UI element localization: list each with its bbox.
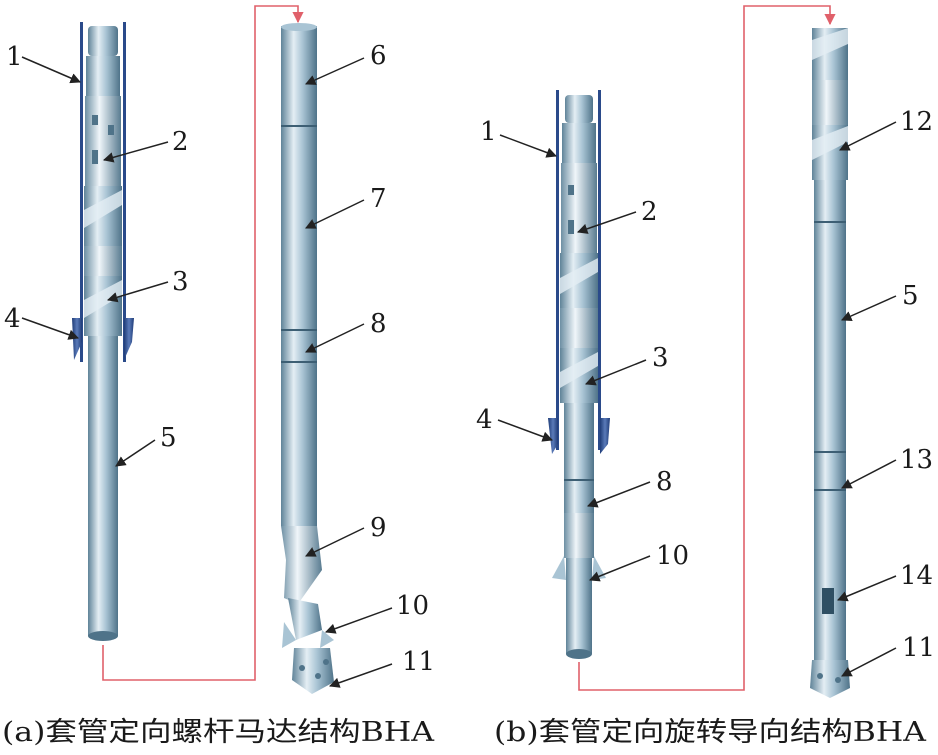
casing-wall-right — [123, 22, 126, 362]
label-10: 10 — [396, 591, 429, 621]
label-8: 8 — [370, 309, 387, 339]
label-1: 1 — [6, 42, 23, 72]
label-b-13: 13 — [900, 445, 933, 475]
near-bit-blade — [282, 622, 296, 648]
panel-b-labels: 1 2 3 4 8 10 12 5 13 14 11 — [476, 107, 935, 677]
steering-pad — [822, 588, 834, 614]
panel-b-lower-tool — [810, 28, 850, 698]
label-b-1: 1 — [480, 117, 497, 147]
label-5: 5 — [160, 423, 177, 453]
panel-b-upper-tool — [548, 90, 610, 659]
label-4: 4 — [4, 304, 21, 334]
label-b-4: 4 — [476, 405, 493, 435]
label-b-8: 8 — [656, 467, 673, 497]
casing-wall-left — [80, 22, 83, 362]
casing-wall-right-b — [598, 90, 601, 450]
caption-a: (a)套管定向螺杆马达结构BHA — [2, 717, 435, 748]
label-7: 7 — [370, 184, 387, 214]
top-joint — [88, 26, 118, 56]
connector-line-b — [578, 5, 836, 691]
label-b-3: 3 — [652, 343, 669, 373]
running-tool-b — [561, 163, 597, 253]
label-b-10: 10 — [656, 541, 689, 571]
label-b-2: 2 — [641, 197, 658, 227]
bent-housing — [281, 526, 322, 604]
panel-a-labels: 1 2 3 4 5 6 7 8 9 10 11 — [4, 41, 435, 688]
label-6: 6 — [370, 41, 387, 71]
casing-shoe-right — [124, 318, 134, 360]
label-b-14: 14 — [900, 561, 933, 591]
label-11: 11 — [402, 647, 435, 677]
label-2: 2 — [172, 127, 189, 157]
caption-b: (b)套管定向旋转导向结构BHA — [494, 717, 927, 748]
collar — [86, 56, 120, 96]
panel-a-lower-tool — [281, 23, 334, 694]
motor-body — [281, 26, 317, 526]
panel-a-upper-tool — [72, 22, 134, 641]
label-b-12: 12 — [900, 107, 933, 137]
connector-line-a — [102, 5, 304, 681]
label-9: 9 — [370, 513, 387, 543]
running-tool — [85, 96, 121, 186]
casing-wall-left-b — [556, 90, 559, 450]
rotary-steerable-body — [814, 180, 846, 660]
drill-collar — [88, 336, 118, 636]
label-3: 3 — [172, 267, 189, 297]
drill-bit — [292, 648, 334, 694]
label-b-5: 5 — [902, 281, 919, 311]
label-b-11: 11 — [902, 633, 935, 663]
